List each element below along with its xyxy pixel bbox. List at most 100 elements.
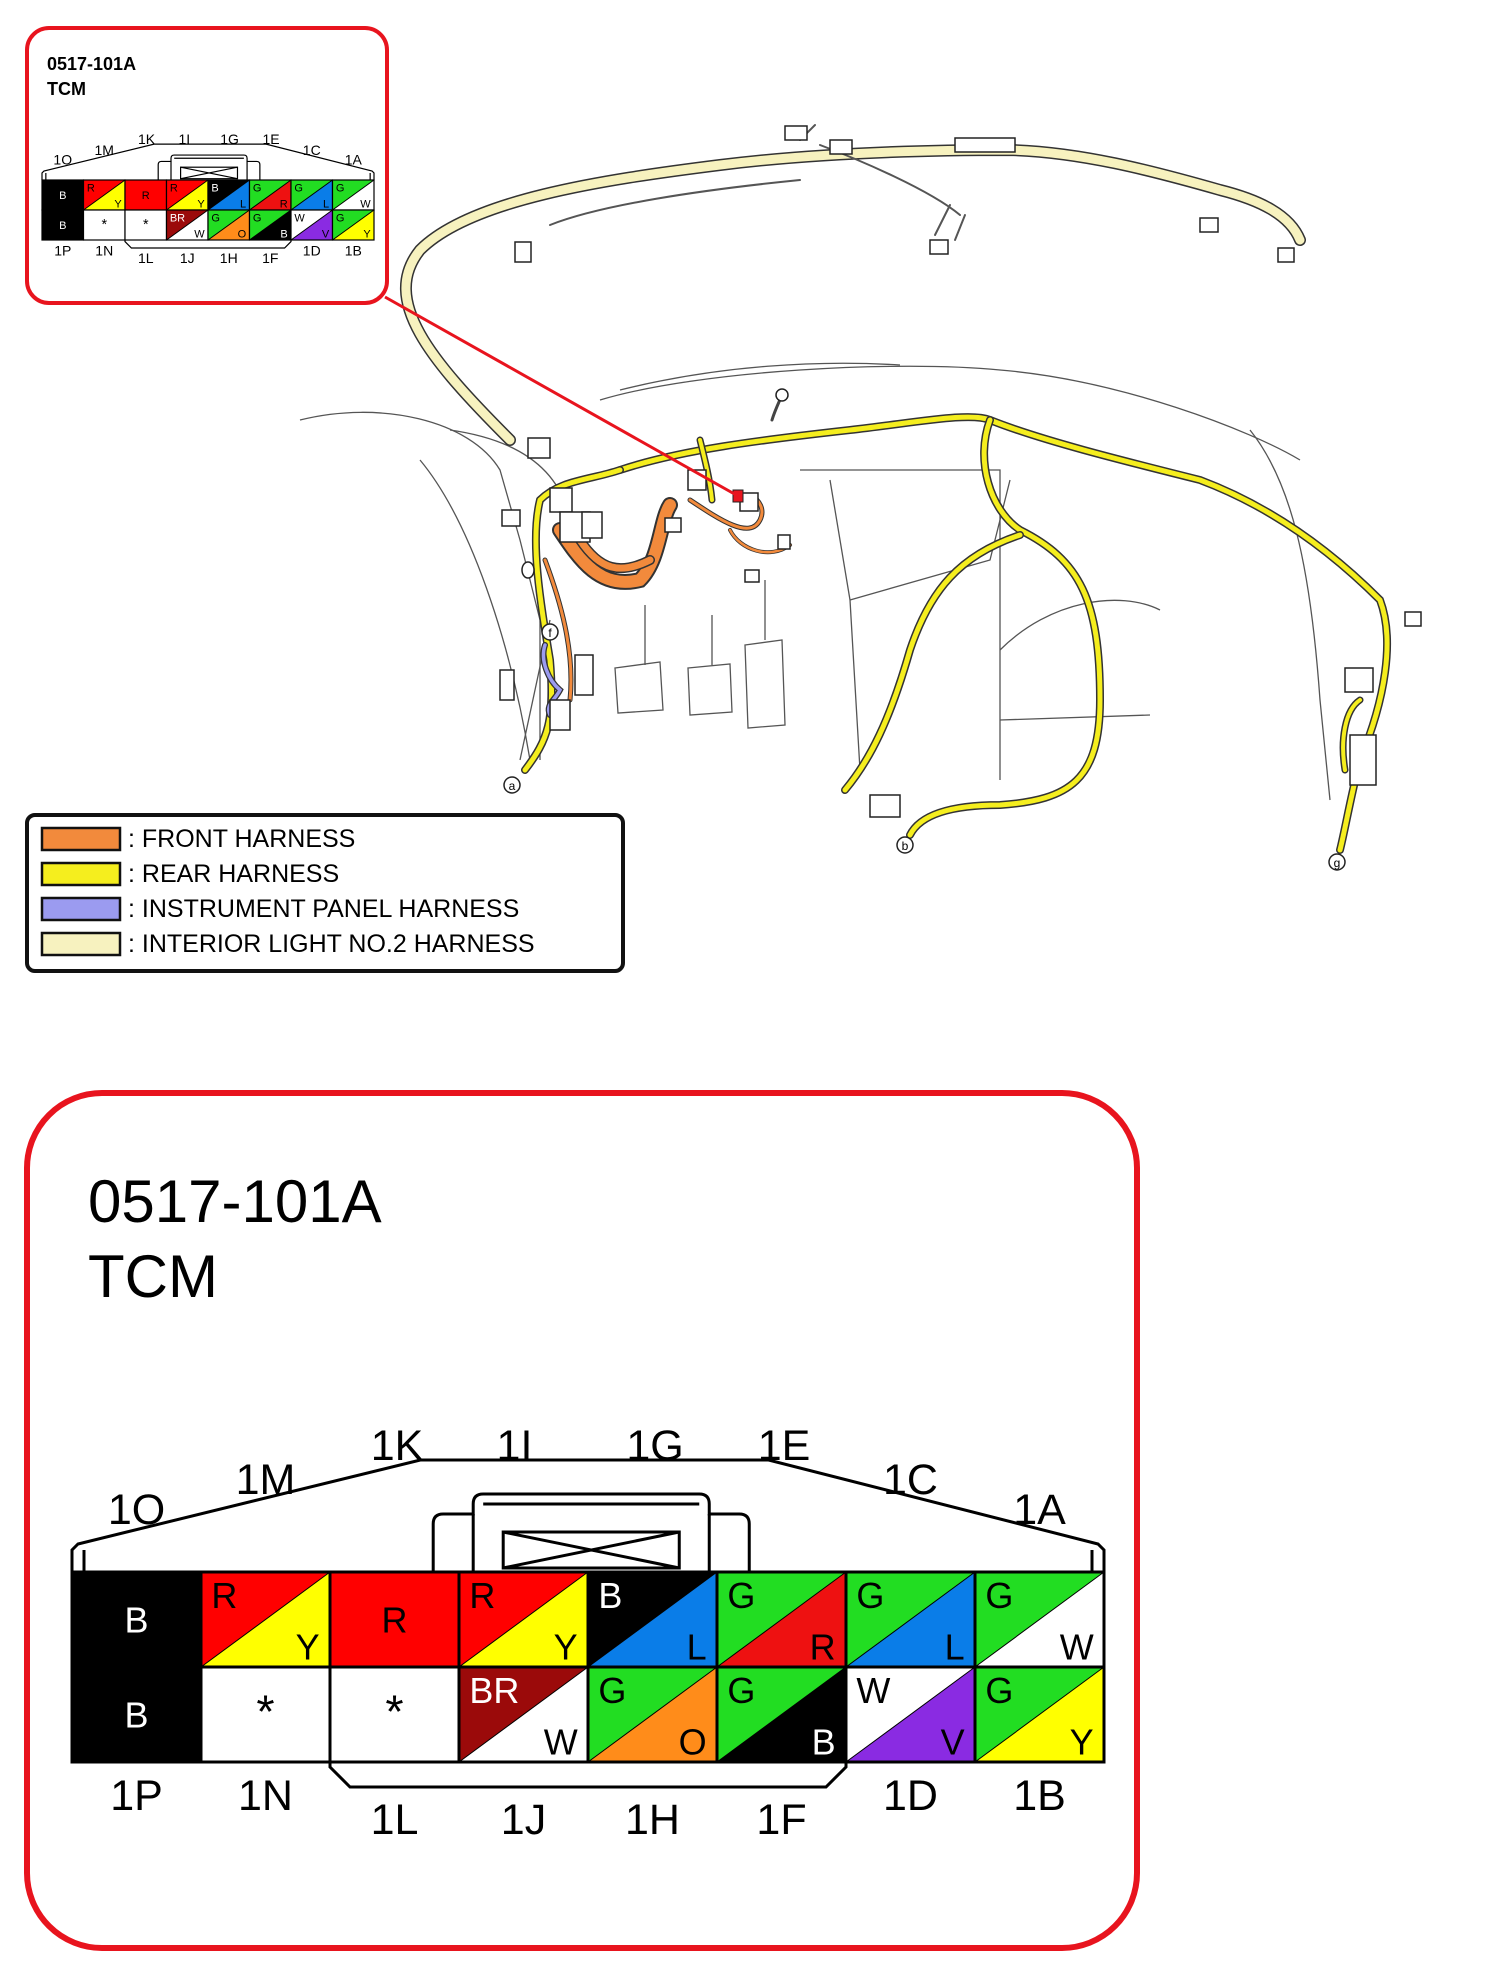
pin-color-code: G [253,182,262,194]
svg-text:g: g [1334,856,1341,870]
pin-color-code: O [679,1721,707,1762]
pin-color-code: B [59,220,66,232]
pin-number-label: 1P [54,242,71,258]
callout-f: f [541,623,559,641]
svg-text:: INTERIOR LIGHT NO.2 HARNESS: : INTERIOR LIGHT NO.2 HARNESS [128,930,535,958]
interior-light-harness [399,124,1306,446]
pin-number-label: 1B [345,242,362,258]
unused-pin-mark: * [101,217,107,233]
pin-1l: * [328,1665,461,1764]
pin-color-code: B [598,1575,622,1616]
connector-housing-edge [45,172,371,180]
pin-1e: GR [715,1570,848,1669]
svg-text:: FRONT HARNESS: : FRONT HARNESS [128,825,355,853]
harness-drawing: a b f g [299,124,1422,871]
connector-lock-cross [180,166,238,180]
pin-1l: * [124,209,168,241]
pin-number-label: 1K [138,131,156,147]
pin-number-label: 1O [108,1486,165,1534]
pin-color-code: O [238,229,247,241]
pin-1j: BRW [165,209,209,241]
pin-color-code: R [142,190,150,202]
legend-swatch [40,896,122,922]
connector-latch [431,1492,751,1572]
pin-1b: GY [331,209,375,241]
pin-color-code: L [323,199,329,211]
pin-color-code: Y [197,199,205,211]
svg-text:a: a [509,779,516,793]
pin-number-label: 1H [625,1796,680,1844]
connector-blocks [499,125,1422,818]
pin-1b: GY [973,1665,1106,1764]
pin-color-code: B [59,190,66,202]
connector-lock-cross [502,1530,680,1570]
pin-1m: RY [199,1570,332,1669]
legend-item-front: : FRONT HARNESS [40,825,355,853]
unused-pin-mark: * [143,217,149,233]
pin-number-label: 1P [110,1772,163,1820]
pin-number-label: 1F [262,250,278,266]
pin-number-label: 1C [303,142,321,158]
pin-number-label: 1D [883,1772,938,1820]
pin-color-code: Y [554,1626,578,1667]
connector-housing-outline [70,1458,1106,1572]
pin-color-code: R [382,1599,408,1640]
pin-number-label: 1B [1013,1772,1066,1820]
pin-color-code: L [687,1626,707,1667]
pin-1n: * [82,209,126,241]
connector-latch-inner [170,157,248,180]
pin-color-code: R [469,1575,495,1616]
pin-color-code: BR [170,212,185,224]
pin-1k: R [328,1570,461,1669]
svg-text:f: f [548,626,552,640]
tcm-leader-line [384,295,739,498]
pin-color-code: R [87,182,95,194]
pin-number-label: 1L [371,1796,419,1844]
pin-1k: R [124,179,168,211]
pin-color-code: Y [363,229,371,241]
legend-item-interior-light: : INTERIOR LIGHT NO.2 HARNESS [40,930,535,958]
pin-number-label: 1N [238,1772,293,1820]
rear-harness [521,393,1392,854]
pin-color-code: R [211,1575,237,1616]
pin-color-code: W [1060,1626,1094,1667]
svg-text:: REAR HARNESS: : REAR HARNESS [128,860,339,888]
legend: : FRONT HARNESS : REAR HARNESS : INSTRUM… [25,813,625,973]
small-connector-callout: 0517-101A TCM BRYRRYBLGRGLGWB**BRWGOGBWV… [25,26,389,305]
pin-number-label: 1J [180,250,195,266]
pin-color-code: B [280,229,287,241]
pin-color-code: L [240,199,246,211]
unused-pin-mark: * [385,1685,403,1737]
pin-number-label: 1G [220,131,239,147]
pin-1c: GL [844,1570,977,1669]
small-connector-name: TCM [47,79,86,99]
pin-1d: WV [290,209,334,241]
pin-1e: GR [248,179,292,211]
pin-color-code: G [856,1575,884,1616]
pin-1d: WV [844,1665,977,1764]
pin-color-code: B [812,1721,836,1762]
legend-item-instrument-panel: : INSTRUMENT PANEL HARNESS [40,895,519,923]
front-harness [542,492,792,703]
pin-1g: BL [586,1570,719,1669]
pin-color-code: BR [469,1670,519,1711]
pin-color-code: V [322,229,330,241]
pin-1m: RY [82,179,126,211]
pin-color-code: G [253,212,262,224]
svg-text:: INSTRUMENT PANEL HARNESS: : INSTRUMENT PANEL HARNESS [128,895,519,923]
svg-text:b: b [902,839,909,853]
pin-number-label: 1K [371,1422,424,1470]
pin-color-code: B [211,182,218,194]
pin-color-code: V [941,1721,965,1762]
pin-color-code: W [544,1721,578,1762]
pin-color-code: G [985,1670,1013,1711]
pin-number-label: 1I [497,1422,533,1470]
pin-1n: * [199,1665,332,1764]
connector-latch-inner [471,1502,711,1572]
connector-key-outline [328,1762,848,1789]
pin-number-label: 1A [1013,1486,1066,1534]
callout-a: a [503,776,521,794]
pin-color-code: G [336,182,345,194]
pin-color-code: G [985,1575,1013,1616]
pin-color-code: W [294,212,305,224]
